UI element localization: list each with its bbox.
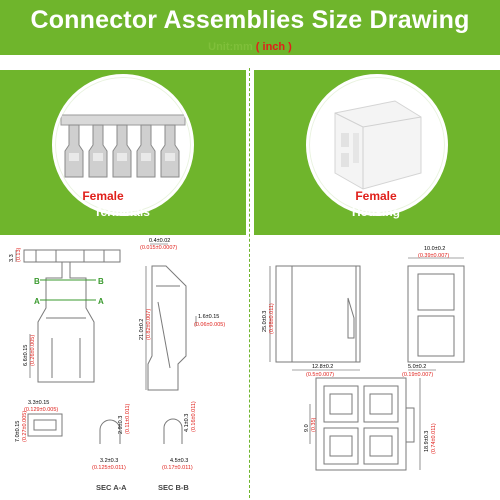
section-b-marker-right: B bbox=[98, 277, 104, 286]
dim-housing-25-in: (0.98±0.011) bbox=[269, 303, 275, 334]
dim-housing-9-mm: 9.0 bbox=[304, 424, 310, 432]
dim-21-in: (0.82±0.007) bbox=[146, 309, 152, 340]
housing-front-outline bbox=[407, 265, 465, 363]
terminals-caption: Female Crimp Terminals bbox=[52, 188, 192, 220]
housing-caption: Female Housing bbox=[306, 188, 446, 220]
terminal-front-outline bbox=[37, 262, 95, 383]
section-bb-profile bbox=[163, 418, 183, 444]
terminals-caption-terminals: Terminals bbox=[94, 205, 150, 219]
section-aa-body bbox=[27, 413, 63, 437]
dim-1-6-in: (0.06±0.005) bbox=[194, 322, 225, 328]
housing-photo bbox=[306, 74, 448, 216]
terminal-side-outline bbox=[147, 265, 187, 391]
housing-drawings: 10.0±0.2 (0.39±0.007) 25.0±0.3 (0.98±0.0… bbox=[262, 246, 465, 471]
section-b-marker-left: B bbox=[34, 277, 40, 286]
dim-sec-4-5-mm: 4.5±0.3 bbox=[170, 458, 188, 464]
dim-3-3-mm: 3.3 bbox=[9, 254, 15, 262]
dim-sec-3-3-in: (0.129±0.005) bbox=[24, 407, 58, 413]
carrier-strip-outline bbox=[23, 249, 121, 263]
dim-housing-25-mm: 25.0±0.3 bbox=[262, 311, 268, 332]
dim-housing-12-8-mm: 12.8±0.2 bbox=[312, 364, 333, 370]
dim-housing-5-mm: 5.0±0.2 bbox=[408, 364, 426, 370]
header-banner: Connector Assemblies Size Drawing bbox=[0, 0, 500, 55]
unit-prefix: Unit:mm bbox=[208, 41, 253, 53]
dim-0-4-mm: 0.4±0.02 bbox=[149, 238, 170, 244]
dim-1-6-mm: 1.6±0.15 bbox=[198, 314, 219, 320]
terminals-caption-crimp: Crimp bbox=[127, 189, 162, 203]
center-divider bbox=[249, 68, 250, 498]
dim-housing-18-9-mm: 18.9±0.3 bbox=[424, 431, 430, 452]
section-a-marker-left: A bbox=[34, 297, 40, 306]
unit-label: Unit:mm ( inch ) bbox=[0, 41, 500, 53]
page-title: Connector Assemblies Size Drawing bbox=[30, 6, 470, 34]
dim-sec-3-2-mm: 3.2±0.3 bbox=[100, 458, 118, 464]
crimp-terminals-illustration bbox=[60, 114, 186, 178]
section-aa-label: SEC A-A bbox=[96, 483, 127, 492]
housing-caption-housing: Housing bbox=[352, 205, 400, 219]
housing-illustration bbox=[334, 100, 422, 190]
dim-housing-10-mm: 10.0±0.2 bbox=[424, 246, 445, 252]
section-a-marker-right: A bbox=[98, 297, 104, 306]
section-bb-label: SEC B-B bbox=[158, 483, 189, 492]
terminal-drawings: B B A A 3.3 (0.13) 0.4±0.02 (0.015±0.000… bbox=[9, 238, 225, 492]
dim-0-4-in: (0.015±0.0007) bbox=[140, 245, 177, 251]
terminals-caption-female: Female bbox=[82, 189, 124, 203]
unit-suffix: ( inch ) bbox=[255, 41, 292, 53]
dim-6-6-mm: 6.6±0.15 bbox=[23, 345, 29, 366]
dim-housing-9-in: (0.35) bbox=[311, 417, 317, 432]
dim-housing-5-in: (0.19±0.007) bbox=[402, 372, 433, 378]
dim-3-3-in: (0.13) bbox=[16, 247, 22, 262]
dim-sec-3-2-in: (0.125±0.011) bbox=[92, 465, 126, 471]
dim-housing-10-in: (0.39±0.007) bbox=[418, 253, 449, 259]
terminals-photo bbox=[52, 74, 194, 216]
dim-21-mm: 21.0±0.2 bbox=[139, 319, 145, 340]
dim-sec-7-0-in: (0.27±0.005) bbox=[22, 411, 28, 442]
dim-sec-4-1-mm: 4.1±0.3 bbox=[184, 414, 190, 432]
housing-caption-female: Female bbox=[355, 189, 397, 203]
dim-sec-7-0-mm: 7.0±0.15 bbox=[15, 421, 21, 442]
dim-housing-12-8-in: (0.5±0.007) bbox=[306, 372, 334, 378]
dim-sec-3-3-mm: 3.3±0.15 bbox=[28, 400, 49, 406]
dim-sec-4-1-in: (0.16±0.011) bbox=[191, 401, 197, 432]
housing-panel: Female Housing bbox=[254, 70, 500, 235]
dim-housing-18-9-in: (0.74±0.011) bbox=[431, 423, 437, 454]
dim-sec-2-9-in: (0.11±0.011) bbox=[125, 403, 131, 434]
dim-6-6-in: (0.26±0.005) bbox=[30, 335, 36, 366]
dim-sec-4-5-in: (0.17±0.011) bbox=[162, 465, 193, 471]
dim-sec-2-9-mm: 2.9±0.3 bbox=[118, 416, 124, 434]
housing-side-outline bbox=[275, 265, 361, 363]
terminals-panel: Female Crimp Terminals bbox=[0, 70, 246, 235]
section-aa-profile bbox=[99, 419, 121, 444]
